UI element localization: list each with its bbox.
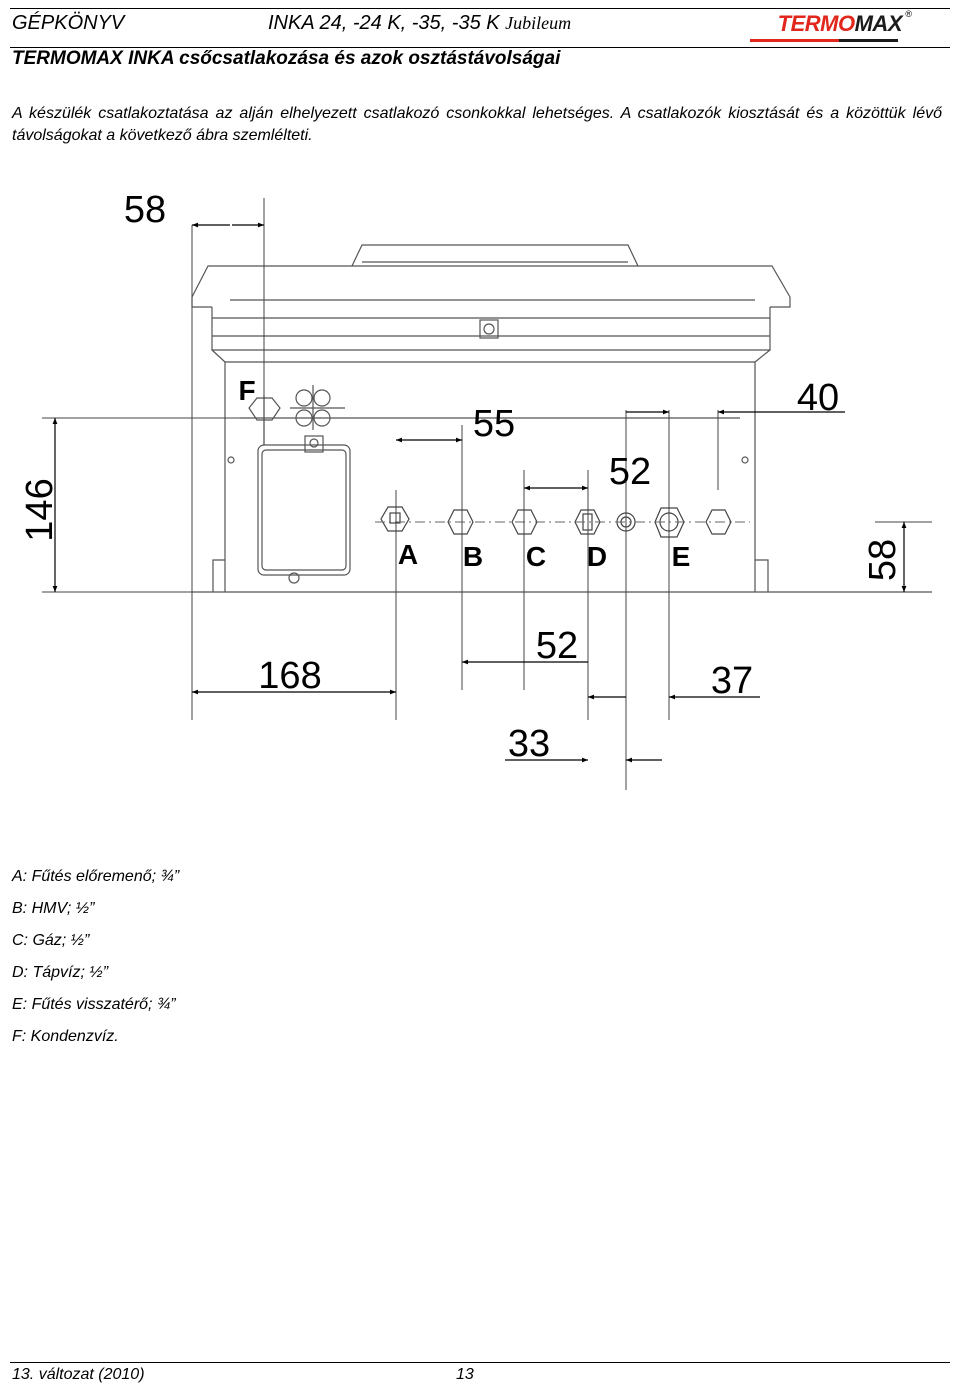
header-manual-label: GÉPKÖNYV (12, 12, 125, 34)
intro-paragraph: A készülék csatlakoztatása az alján elhe… (12, 105, 942, 144)
dim-40: 40 (797, 377, 839, 419)
label-B: B (463, 541, 483, 572)
dimension-arrows (52, 222, 907, 763)
label-A: A (398, 539, 418, 570)
dim-37: 37 (711, 660, 753, 702)
footer-version: 13. változat (2010) (12, 1366, 145, 1383)
label-F: F (238, 375, 255, 406)
legend-item-A: A: Fűtés előremenő; ¾” (12, 868, 180, 885)
legend-item-C: C: Gáz; ½” (12, 932, 90, 949)
label-D: D (587, 541, 607, 572)
boiler-outline (191, 244, 932, 593)
legend-item-F: F: Kondenzvíz. (12, 1028, 119, 1045)
dim-146: 146 (19, 478, 61, 541)
registered-mark: ® (905, 9, 912, 19)
page-title: TERMOMAX INKA csőcsatlakozása és azok os… (12, 48, 561, 69)
label-E: E (672, 541, 691, 572)
page-header: GÉPKÖNYV INKA 24, -24 K, -35, -35 K Jubi… (10, 8, 950, 48)
legend-item-D: D: Tápvíz; ½” (12, 964, 109, 981)
page-number: 13 (456, 1366, 474, 1383)
dim-52-upper: 52 (609, 451, 651, 493)
dim-52-lower: 52 (536, 625, 578, 667)
label-C: C (526, 541, 546, 572)
dim-168: 168 (258, 655, 321, 697)
dim-55: 55 (473, 403, 515, 445)
termomax-logo: TERMOMAX (777, 11, 903, 36)
logo-underline (750, 39, 898, 42)
connection-diagram: 58 146 55 52 40 58 168 52 37 33 F A B C … (19, 189, 932, 790)
header-model: INKA 24, -24 K, -35, -35 K Jubileum (268, 12, 572, 34)
page-footer: 13. változat (2010) 13 (10, 1362, 950, 1383)
dim-58-right: 58 (862, 539, 904, 581)
connector-legend: A: Fűtés előremenő; ¾” B: HMV; ½” C: Gáz… (12, 866, 179, 1058)
extension-lines (42, 198, 932, 790)
legend-item-E: E: Fűtés visszatérő; ¾” (12, 996, 176, 1013)
dim-58-top: 58 (124, 189, 166, 231)
header-model-suffix: Jubileum (505, 13, 572, 33)
dim-33: 33 (508, 723, 550, 765)
legend-item-B: B: HMV; ½” (12, 900, 95, 917)
